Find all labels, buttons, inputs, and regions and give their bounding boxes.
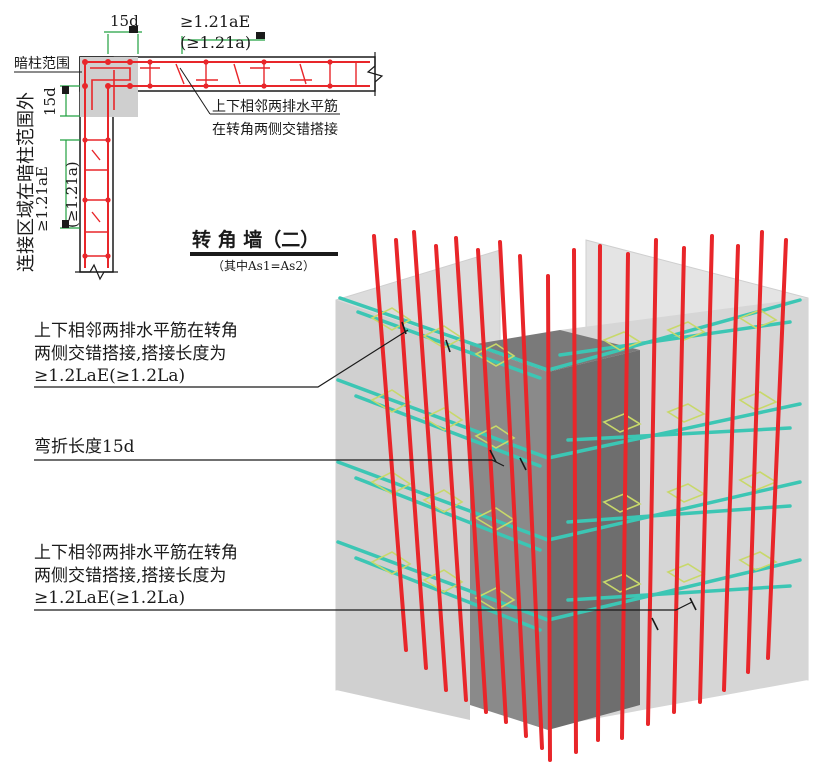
isometric-view bbox=[335, 230, 809, 762]
callout-upper-line3: ≥1.2LaE(≥1.2La) bbox=[34, 366, 185, 386]
column-top bbox=[470, 330, 640, 372]
drawing-title: 转 角 墙（二） bbox=[192, 228, 319, 251]
title-underline bbox=[190, 252, 338, 256]
callout-middle: 弯折长度15d bbox=[34, 437, 505, 467]
callout-upper: 上下相邻两排水平筋在转角 两侧交错搭接,搭接长度为 ≥1.2LaE(≥1.2La… bbox=[34, 321, 409, 388]
callout-upper-line1: 上下相邻两排水平筋在转角 bbox=[34, 321, 238, 341]
plan-break-bottom bbox=[75, 263, 118, 281]
lap-marks bbox=[401, 321, 697, 631]
callout-middle-line1: 弯折长度15d bbox=[34, 437, 135, 457]
plan-break-right bbox=[366, 52, 384, 96]
dim-lap-left-line2: (≥1.21a) bbox=[63, 161, 81, 228]
callout-upper-line2: 两侧交错搭接,搭接长度为 bbox=[34, 344, 226, 364]
dim-lap-top-line1: ≥1.21aE bbox=[180, 12, 250, 31]
callout-lower: 上下相邻两排水平筋在转角 两侧交错搭接,搭接长度为 ≥1.2LaE(≥1.2La… bbox=[34, 543, 693, 611]
plan-stagger-note-line1: 上下相邻两排水平筋 bbox=[212, 98, 338, 115]
drawing-subtitle: （其中As1=As2） bbox=[212, 258, 315, 273]
dim-lap-top-line2: (≥1.21a) bbox=[180, 33, 251, 52]
dim-lap-top bbox=[181, 36, 265, 54]
callout-lower-line3: ≥1.2LaE(≥1.2La) bbox=[34, 588, 185, 608]
plan-view: 15d ≥1.21aE (≥1.21a) 暗柱范围 15d ≥1.21aE (≥… bbox=[14, 12, 384, 281]
hidden-column-range-label: 暗柱范围 bbox=[14, 55, 70, 72]
dim-lap-left-line1: ≥1.21aE bbox=[33, 166, 51, 232]
vertical-bars bbox=[372, 230, 788, 762]
dim-15d-left-label: 15d bbox=[41, 87, 59, 116]
dim-15d-top bbox=[104, 31, 142, 54]
connection-zone-label: 连接区域在暗柱范围外 bbox=[16, 92, 37, 272]
callout-lower-line2: 两侧交错搭接,搭接长度为 bbox=[34, 566, 226, 586]
plan-stagger-note-line2: 在转角两侧交错搭接 bbox=[212, 121, 338, 138]
dim-15d-top-label: 15d bbox=[110, 12, 139, 30]
callout-lower-line1: 上下相邻两排水平筋在转角 bbox=[34, 543, 238, 563]
